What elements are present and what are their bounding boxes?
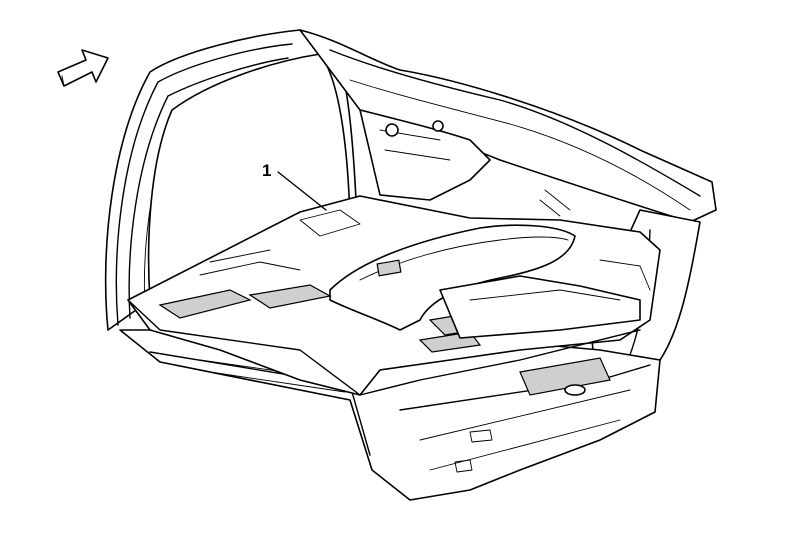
callout-label-1: 1 xyxy=(262,161,271,180)
callout-leader-line xyxy=(277,171,327,211)
front-direction-arrow-icon xyxy=(57,49,109,87)
callout-1: 1 xyxy=(262,161,327,211)
floor-carpet xyxy=(127,189,661,396)
